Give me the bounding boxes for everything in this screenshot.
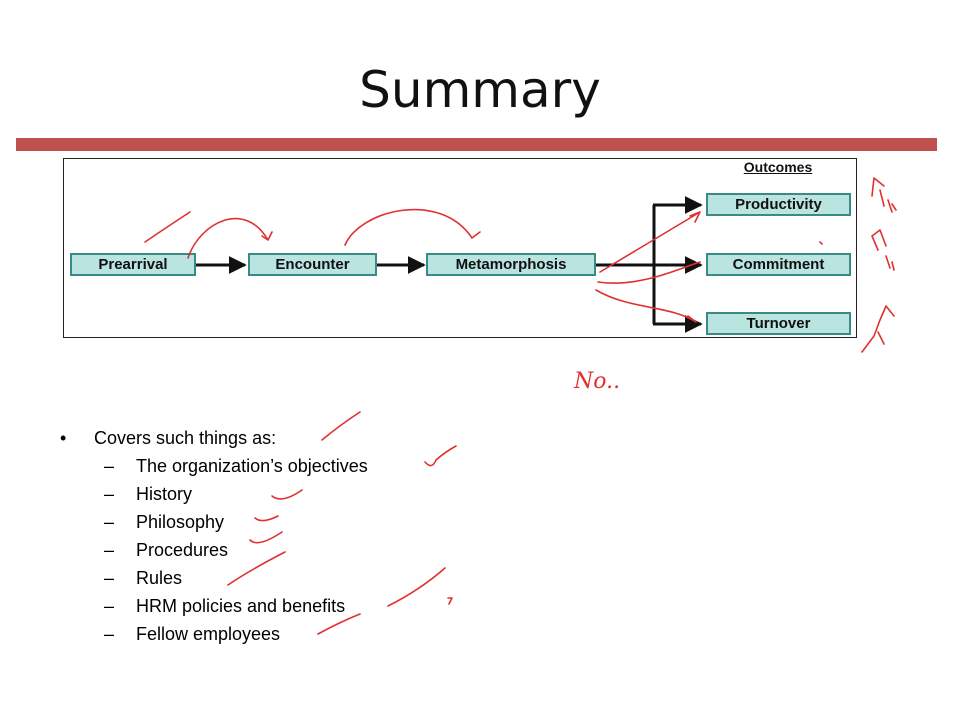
sub-bullet: – Philosophy [60,508,580,536]
sub-bullet-hrm-policies: HRM policies and benefits [136,596,346,616]
bullet-main: • Covers such things as: [60,424,580,452]
outcome-productivity: Productivity [706,193,851,216]
sub-bullet-philosophy: Philosophy [136,512,225,532]
sub-bullet-procedures: Procedures [136,540,229,560]
outcomes-header: Outcomes [743,159,813,175]
dash-marker: – [104,540,115,560]
sub-bullet: – The organization’s objectives [60,452,580,480]
sub-bullet-objectives: The organization’s objectives [136,456,368,476]
sub-bullet-rules: Rules [136,568,183,588]
bullet-main-text: Covers such things as: [94,428,277,448]
bullet-list: • Covers such things as: – The organizat… [60,424,580,648]
dash-marker: – [104,568,115,588]
stage-prearrival: Prearrival [70,253,196,276]
title-divider [16,138,937,151]
socialization-diagram: Outcomes Prearrival Encounter Metamorpho… [63,158,857,338]
dash-marker: – [104,484,115,504]
sub-bullet: – History [60,480,580,508]
sub-bullet: – Rules [60,564,580,592]
handwritten-note: No.. [573,369,620,394]
bullet-marker: • [60,428,67,448]
sub-bullet: – HRM policies and benefits [60,592,580,620]
dash-marker: – [104,512,115,532]
slide-title: Summary [359,61,601,119]
sub-bullet: – Fellow employees [60,620,580,648]
stage-metamorphosis: Metamorphosis [426,253,596,276]
dash-marker: – [104,596,115,616]
sub-bullet-history: History [136,484,193,504]
dash-marker: – [104,456,115,476]
sub-bullet: – Procedures [60,536,580,564]
outcome-turnover: Turnover [706,312,851,335]
sub-bullet-fellow-employees: Fellow employees [136,624,281,644]
dash-marker: – [104,624,115,644]
stage-encounter: Encounter [248,253,377,276]
svg-text:No..: No.. [573,369,620,394]
outcome-commitment: Commitment [706,253,851,276]
